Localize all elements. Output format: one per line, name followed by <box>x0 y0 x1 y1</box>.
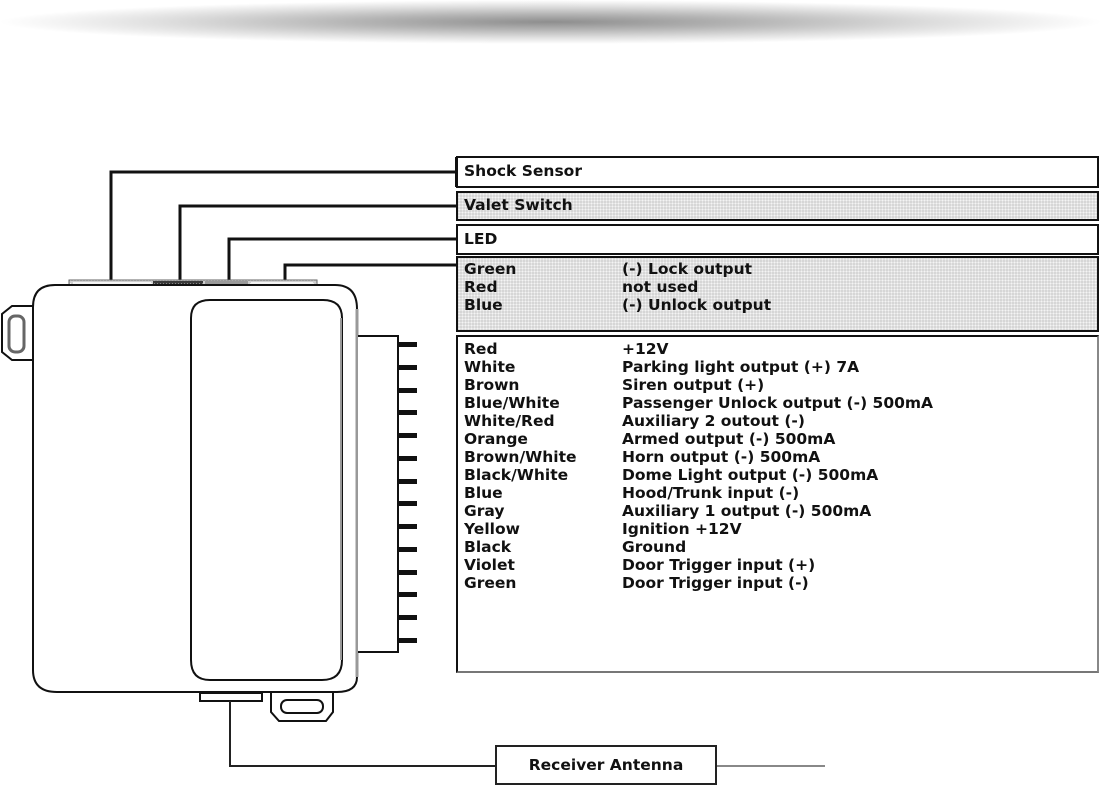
wire-row: Black Ground <box>464 538 1093 556</box>
wire-led <box>227 237 456 280</box>
wire-row: Orange Armed output (-) 500mA <box>464 430 1093 448</box>
wire-color: Gray <box>464 502 505 520</box>
shock-sensor-label: Shock Sensor <box>456 156 1099 188</box>
wire-row: Yellow Ignition +12V <box>464 520 1093 538</box>
wire-function: Ignition +12V <box>622 520 742 538</box>
connector-pin <box>398 570 417 575</box>
led-text: LED <box>464 230 498 248</box>
wire-function: Auxiliary 1 output (-) 500mA <box>622 502 872 520</box>
connector-pin <box>398 547 417 552</box>
valet-switch-text: Valet Switch <box>464 196 573 214</box>
wire-color: Blue <box>464 484 503 502</box>
module-inner-panel <box>190 299 343 681</box>
wire-receiver-antenna <box>229 701 495 767</box>
wire-function: Siren output (+) <box>622 376 765 394</box>
wire-row: Red not used <box>464 278 1093 296</box>
wire-function: not used <box>622 278 699 296</box>
connector-pin <box>398 410 417 415</box>
wire-color: Blue <box>464 296 503 314</box>
connector-pins <box>398 342 417 643</box>
connector-pin <box>398 615 417 620</box>
led-label: LED <box>456 224 1099 255</box>
wire-valet-switch <box>178 204 456 280</box>
receiver-antenna-text: Receiver Antenna <box>528 756 684 774</box>
antenna-stub <box>199 692 263 702</box>
wire-color: Orange <box>464 430 528 448</box>
wire-function: (-) Unlock output <box>622 296 772 314</box>
connector-pin <box>398 524 417 529</box>
connector-pin <box>398 388 417 393</box>
wire-color: Black/White <box>464 466 569 484</box>
wire-color: Blue/White <box>464 394 560 412</box>
wire-row: Gray Auxiliary 1 output (-) 500mA <box>464 502 1093 520</box>
wire-shock-sensor <box>109 170 456 280</box>
wire-row: Blue (-) Unlock output <box>464 296 1093 314</box>
wire-function: Armed output (-) 500mA <box>622 430 836 448</box>
wire-color: Violet <box>464 556 515 574</box>
wire-row: Black/White Dome Light output (-) 500mA <box>464 466 1093 484</box>
top-shadow-decoration <box>0 0 1102 44</box>
wire-function: Hood/Trunk input (-) <box>622 484 800 502</box>
connector-pin <box>398 342 417 347</box>
connector-pin <box>398 638 417 643</box>
wire-color: Yellow <box>464 520 520 538</box>
wire-color: White/Red <box>464 412 555 430</box>
receiver-antenna-label: Receiver Antenna <box>495 745 717 785</box>
valet-switch-label: Valet Switch <box>456 191 1099 221</box>
wire-function: Dome Light output (-) 500mA <box>622 466 879 484</box>
wire-color: Red <box>464 278 498 296</box>
wire-color: Black <box>464 538 512 556</box>
wire-function: (-) Lock output <box>622 260 753 278</box>
wire-function: Ground <box>622 538 687 556</box>
wire-lock-harness <box>283 263 456 280</box>
connector-pin <box>398 365 417 370</box>
wire-function: +12V <box>622 340 669 358</box>
wire-row: White/Red Auxiliary 2 outout (-) <box>464 412 1093 430</box>
shock-sensor-text: Shock Sensor <box>464 162 582 180</box>
wire-color: Brown/White <box>464 448 577 466</box>
connector-pin <box>398 501 417 506</box>
bottom-tab-slot <box>280 699 324 714</box>
connector-pin <box>398 456 417 461</box>
wire-row: Blue/White Passenger Unlock output (-) 50… <box>464 394 1093 412</box>
connector-pin <box>398 592 417 597</box>
wire-row: Green Door Trigger input (-) <box>464 574 1093 592</box>
wire-color: Red <box>464 340 498 358</box>
wire-row: Violet Door Trigger input (+) <box>464 556 1093 574</box>
wire-row: White Parking light output (+) 7A <box>464 358 1093 376</box>
wire-function: Auxiliary 2 outout (-) <box>622 412 805 430</box>
wire-function: Door Trigger input (-) <box>622 574 809 592</box>
wire-row: Blue Hood/Trunk input (-) <box>464 484 1093 502</box>
wire-function: Passenger Unlock output (-) 500mA <box>622 394 934 412</box>
side-connector-housing <box>358 335 399 653</box>
wire-function: Parking light output (+) 7A <box>622 358 860 376</box>
wire-color: Green <box>464 574 517 592</box>
wire-function: Door Trigger input (+) <box>622 556 816 574</box>
wire-function: Horn output (-) 500mA <box>622 448 821 466</box>
connector-pin <box>398 479 417 484</box>
wire-row: Green (-) Lock output <box>464 260 1093 278</box>
connector-pin <box>398 433 417 438</box>
wire-row: Brown/White Horn output (-) 500mA <box>464 448 1093 466</box>
wire-color: Green <box>464 260 517 278</box>
wire-color: Brown <box>464 376 520 394</box>
wire-color: White <box>464 358 516 376</box>
wire-row: Brown Siren output (+) <box>464 376 1093 394</box>
wire-row: Red +12V <box>464 340 1093 358</box>
left-tab-slot <box>7 314 26 354</box>
